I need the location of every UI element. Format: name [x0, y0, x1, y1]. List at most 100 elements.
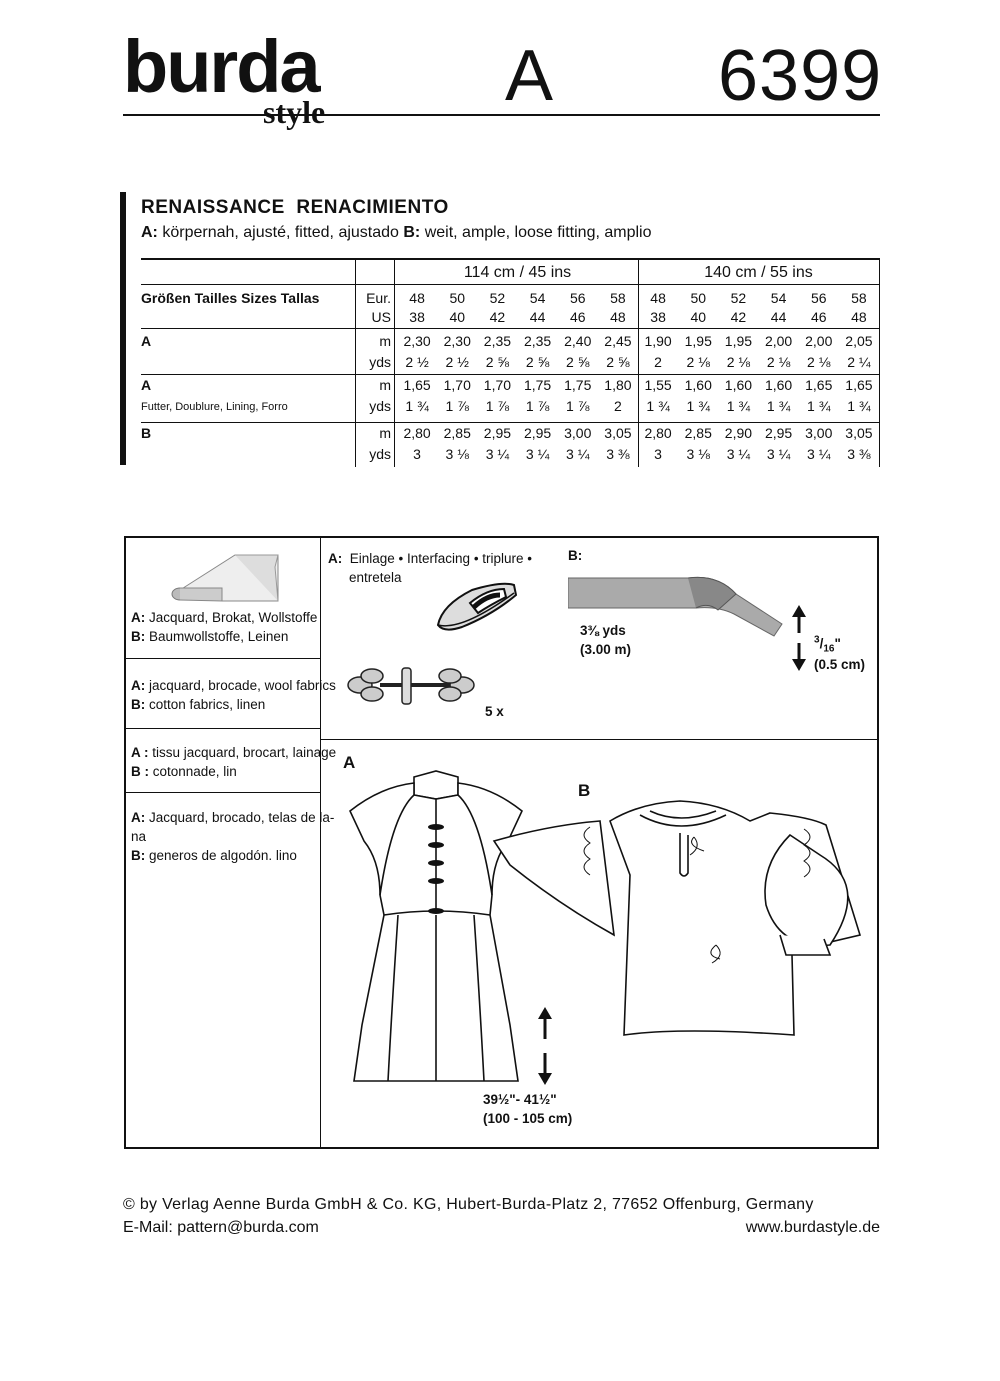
amount-m: 2,35 — [523, 333, 552, 349]
size-us: 40 — [690, 309, 707, 325]
amount-m: 2,80 — [403, 425, 431, 441]
amount-yds: 3 ¼ — [485, 446, 510, 462]
amount-yds: 2 ⅝ — [525, 354, 550, 370]
table-rule — [141, 328, 879, 329]
amount-m: 1,95 — [684, 333, 712, 349]
size-eur: 52 — [730, 290, 747, 306]
table-rule — [141, 374, 879, 375]
amount-yds: 3 ¼ — [525, 446, 550, 462]
size-us: 46 — [810, 309, 827, 325]
amount-yds: 1 ¾ — [405, 398, 429, 414]
fabric-label: B : — [131, 764, 149, 779]
amount-m: 3,00 — [564, 425, 592, 441]
amount-yds: 3 ¼ — [726, 446, 751, 462]
notion-text: entretela — [349, 570, 402, 585]
box-divider-horizontal — [321, 739, 877, 740]
notions-box — [124, 536, 879, 1149]
size-us: 48 — [851, 309, 867, 325]
amount-m: 3,00 — [805, 425, 833, 441]
unit-m: m — [379, 377, 391, 393]
brand-logo: burda — [123, 25, 321, 108]
amount-yds: 1 ¾ — [766, 398, 791, 414]
fabric-text: Jacquard, brocado, telas de la- — [145, 810, 335, 825]
fabric-list-es: A: Jacquard, brocado, telas de la- na B:… — [131, 808, 334, 865]
fabric-label: B: — [131, 629, 146, 644]
table-rule — [141, 284, 879, 285]
size-us: 42 — [489, 309, 506, 325]
amount-m: 1,65 — [805, 377, 833, 393]
fabric-list-de: A: Jacquard, Brokat, Wollstoffe B: Baumw… — [131, 608, 317, 646]
fabric-text: na — [131, 829, 147, 844]
size-eur: 54 — [770, 290, 787, 306]
length-in: 39½"- 41½" — [483, 1092, 557, 1107]
eur-label: Eur. — [366, 290, 391, 306]
frog-closure-icon — [347, 667, 475, 705]
fabric-label: B: — [131, 697, 146, 712]
fabric-separator — [126, 728, 320, 729]
fabric-separator — [126, 792, 320, 793]
fabric-label: B: — [131, 848, 146, 863]
us-label: US — [371, 309, 391, 325]
fabric-separator — [126, 658, 320, 659]
amount-yds: 1 ⅞ — [525, 398, 550, 414]
size-eur: 58 — [851, 290, 867, 306]
size-eur: 50 — [690, 290, 707, 306]
size-us: 46 — [569, 309, 586, 325]
amount-m: 2,85 — [443, 425, 471, 441]
fabric-text: Jacquard, Brokat, Wollstoffe — [145, 610, 318, 625]
row-label: B — [141, 425, 152, 441]
amount-m: 2,95 — [523, 425, 552, 441]
table-rule — [355, 260, 356, 467]
amount-m: 1,90 — [644, 333, 672, 349]
amount-m: 2,05 — [845, 333, 873, 349]
size-eur: 50 — [449, 290, 466, 306]
amount-m: 1,65 — [845, 377, 873, 393]
table-rule — [394, 260, 395, 467]
view-letter: A — [505, 36, 554, 116]
ribbon-icon — [568, 576, 783, 637]
size-eur: 58 — [610, 290, 626, 306]
size-us: 48 — [610, 309, 626, 325]
notion-label: A: — [328, 551, 343, 566]
amount-m: 1,80 — [604, 377, 632, 393]
amount-m: 1,60 — [724, 377, 753, 393]
section-bar — [120, 192, 126, 465]
pattern-number: 6399 — [718, 36, 883, 116]
amount-yds: 1 ¾ — [726, 398, 751, 414]
notion-text: Einlage • Interfacing • triplure • — [349, 551, 533, 566]
amount-yds: 3 ⅛ — [445, 446, 469, 462]
amount-yds: 3 ¼ — [766, 446, 791, 462]
amount-yds: 1 ¾ — [807, 398, 831, 414]
amount-m: 2,00 — [805, 333, 833, 349]
ribbon-length-yds: 3⅜ yds — [580, 623, 626, 638]
amount-m: 2,30 — [403, 333, 431, 349]
fabric-label: A: — [131, 810, 146, 825]
unit-yds: yds — [369, 446, 391, 462]
amount-m: 2,35 — [483, 333, 512, 349]
copyright-notice: © by Verlag Aenne Burda GmbH & Co. KG, H… — [123, 1196, 814, 1213]
amount-yds: 1 ⅞ — [566, 398, 590, 414]
fabric-list-fr: A : tissu jacquard, brocart, lainage B :… — [131, 743, 336, 781]
amount-yds: 2 ¼ — [847, 354, 871, 370]
fabric-label: A : — [131, 745, 149, 760]
fabric-label: A: — [131, 678, 146, 693]
website-link[interactable]: www.burdastyle.de — [745, 1219, 880, 1236]
iron-icon — [436, 582, 518, 631]
fabric-list-en: A: jacquard, brocade, wool fabrics B: co… — [131, 676, 336, 714]
unit-m: m — [379, 425, 391, 441]
fabric-label: A: — [131, 610, 146, 625]
row-sublabel: Futter, Doublure, Lining, Forro — [141, 401, 288, 413]
amount-yds: 2 ⅝ — [566, 354, 590, 370]
amount-m: 2,45 — [604, 333, 632, 349]
amount-m: 2,00 — [764, 333, 793, 349]
size-us: 38 — [650, 309, 666, 325]
size-eur: 54 — [529, 290, 546, 306]
amount-m: 2,30 — [443, 333, 471, 349]
amount-yds: 2 ⅛ — [807, 354, 831, 370]
subtitle-b-text: weit, ample, loose fitting, amplio — [420, 224, 652, 241]
unit-yds: yds — [369, 398, 391, 414]
contact-email[interactable]: E-Mail: pattern@burda.com — [123, 1219, 319, 1236]
sizes-label: Größen Tailles Sizes Tallas — [141, 290, 320, 306]
amount-m: 1,55 — [644, 377, 672, 393]
